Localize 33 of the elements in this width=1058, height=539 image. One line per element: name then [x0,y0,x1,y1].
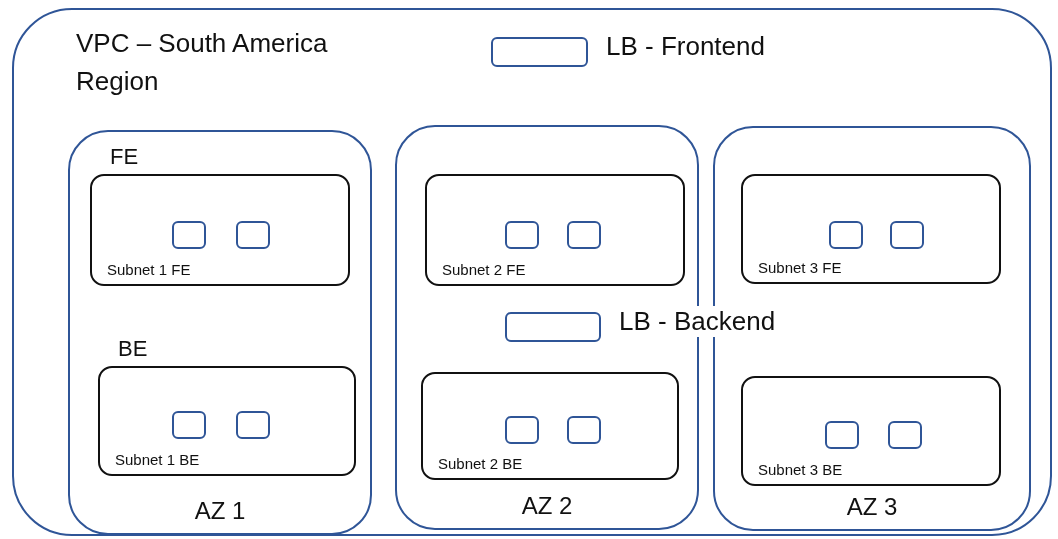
subnet-label: Subnet 2 BE [438,455,523,472]
availability-zone-container [68,130,372,535]
instance-box [236,221,270,249]
tier-heading: FE [110,144,139,170]
subnet-label: Subnet 1 FE [107,261,191,278]
load-balancer-box [491,37,588,67]
instance-box [236,411,270,439]
vpc-region-container [12,8,1052,536]
zone-label: AZ 2 [520,492,574,520]
subnet-box [421,372,679,480]
instance-box [567,221,601,249]
subnet-label: Subnet 2 FE [442,261,526,278]
subnet-box [741,174,1001,284]
instance-box [890,221,924,249]
zone-label: AZ 3 [845,493,899,521]
subnet-label: Subnet 3 BE [758,461,843,478]
instance-box [567,416,601,444]
load-balancer-box [505,312,601,342]
instance-box [505,221,539,249]
instance-box [172,411,206,439]
instance-box [825,421,859,449]
instance-box [888,421,922,449]
instance-box [505,416,539,444]
subnet-box [425,174,685,286]
instance-box [172,221,206,249]
tier-heading: BE [118,336,148,362]
region-title: VPC – South America Region [76,27,329,98]
zone-label: AZ 1 [193,497,247,525]
subnet-label: Subnet 3 FE [758,259,842,276]
load-balancer-label: LB - Backend [619,306,776,337]
subnet-box [741,376,1001,486]
instance-box [829,221,863,249]
subnet-label: Subnet 1 BE [115,451,200,468]
